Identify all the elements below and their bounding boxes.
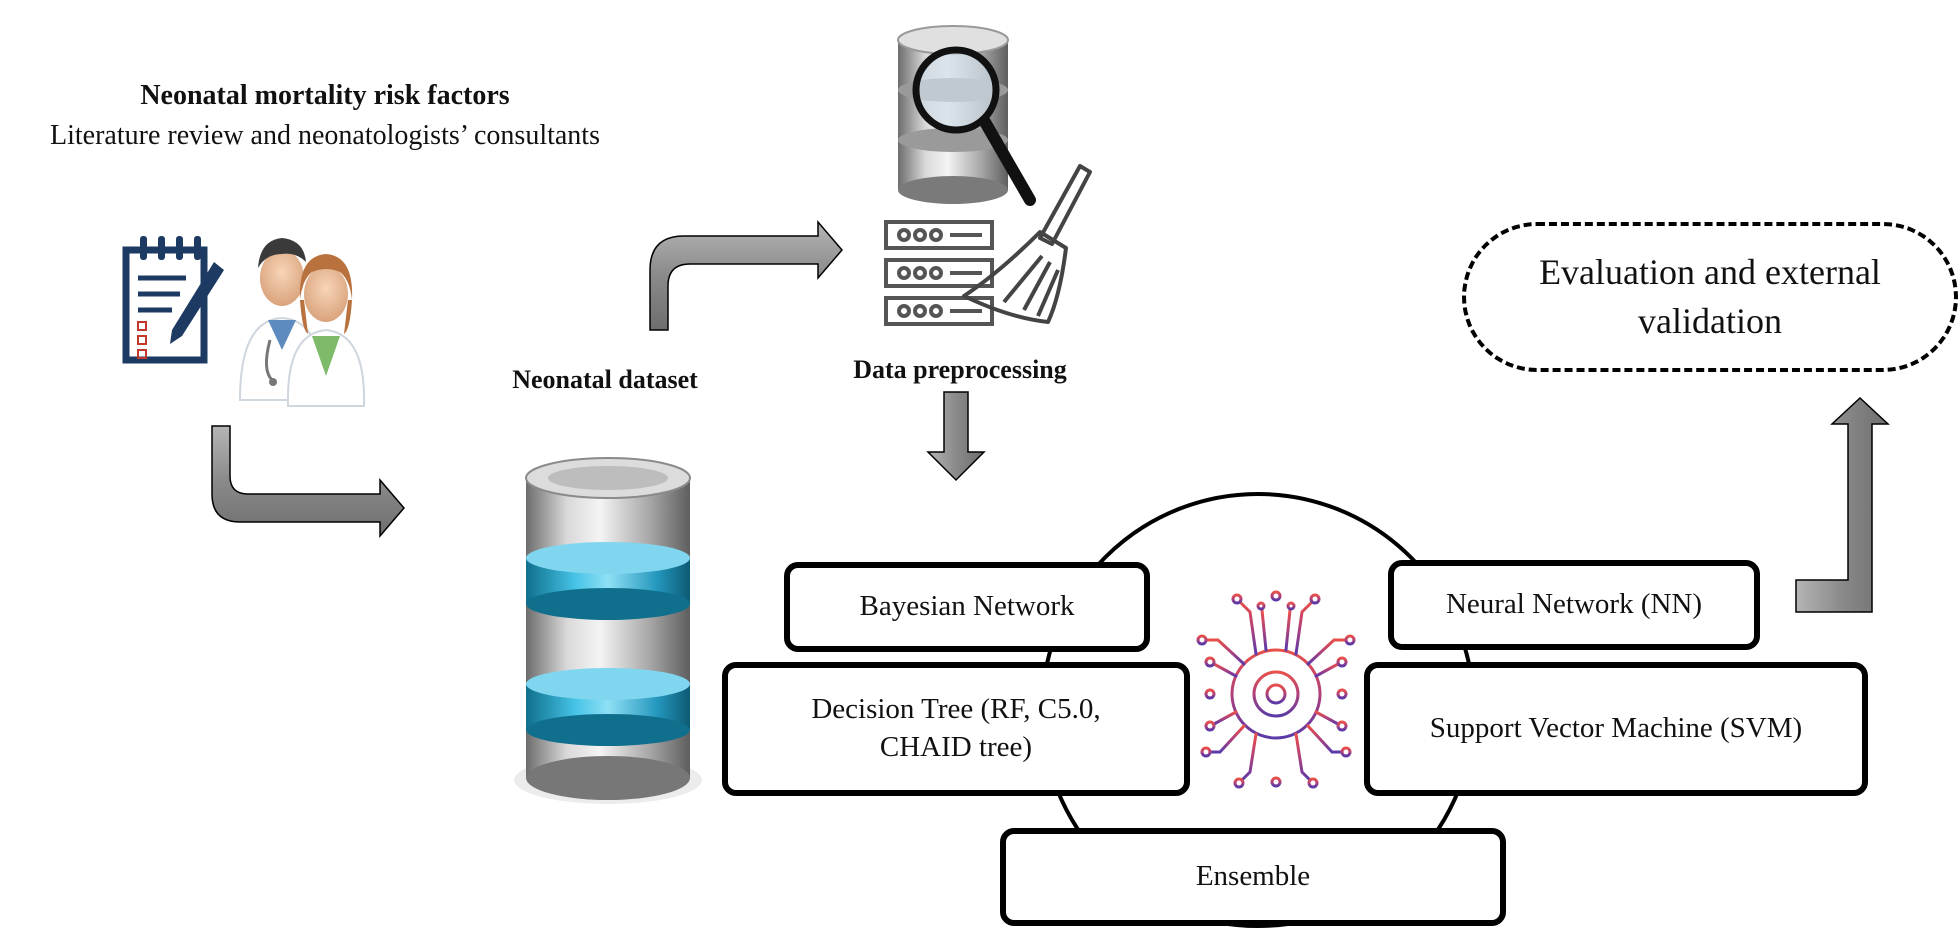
heading-title: Neonatal mortality risk factors (140, 80, 510, 111)
decision-tree-label-line1: Decision Tree (RF, C5.0, (811, 693, 1101, 726)
bayesian-network-box: Bayesian Network (784, 562, 1150, 652)
decision-tree-label-line2: CHAID tree) (879, 731, 1033, 763)
arrow-to-models (926, 391, 986, 482)
evaluation-label-line1: Evaluation and external (1539, 252, 1881, 293)
broom-icon (962, 164, 1092, 324)
svm-label: Support Vector Machine (SVM) (1429, 712, 1803, 745)
svm-box: Support Vector Machine (SVM) (1364, 662, 1868, 796)
search-database-icon (897, 25, 1036, 206)
heading-subtitle: Literature review and neonatologists’ co… (50, 120, 600, 151)
dataset-label: Neonatal dataset (512, 365, 698, 394)
ai-brain-icon (1196, 590, 1356, 789)
arrow-to-preprocessing (649, 219, 843, 331)
ensemble-label: Ensemble (1195, 860, 1311, 893)
neural-network-label: Neural Network (NN) (1445, 588, 1703, 621)
bayesian-network-label: Bayesian Network (859, 590, 1075, 623)
evaluation-oval: Evaluation and external validation (1462, 222, 1958, 372)
clipboard-icon (122, 236, 224, 364)
doctors-icon (238, 238, 366, 407)
arrow-to-evaluation (1795, 396, 1890, 613)
evaluation-label-line2: validation (1638, 301, 1782, 341)
database-icon (514, 457, 702, 804)
decision-tree-box: Decision Tree (RF, C5.0, CHAID tree) (722, 662, 1190, 796)
ensemble-box: Ensemble (1000, 828, 1506, 926)
preprocessing-label: Data preprocessing (853, 355, 1067, 384)
server-icon (884, 220, 994, 326)
neural-network-box: Neural Network (NN) (1388, 560, 1760, 650)
arrow-to-dataset (211, 425, 405, 539)
